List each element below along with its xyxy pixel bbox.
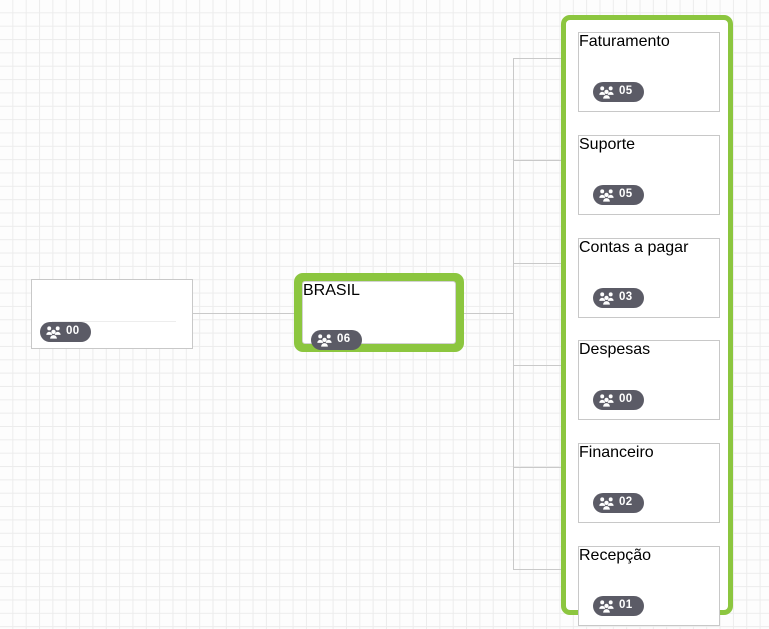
users-group-icon <box>317 333 332 347</box>
department-title: Contas a pagar <box>579 239 689 256</box>
department-badge[interactable]: 05 <box>593 185 644 205</box>
department-count: 02 <box>619 495 633 508</box>
department-count: 00 <box>619 392 633 405</box>
department-card[interactable]: Faturamento 05 <box>578 32 720 112</box>
department-badge[interactable]: 00 <box>593 390 644 410</box>
org-node-brasil[interactable]: BRASIL 06 <box>302 281 456 350</box>
org-node-brasil-selection[interactable]: BRASIL 06 <box>294 273 464 352</box>
department-title: Faturamento <box>579 33 670 50</box>
department-badge[interactable]: 01 <box>593 596 644 616</box>
divider <box>52 321 176 322</box>
department-title: Recepção <box>579 547 652 564</box>
department-count: 01 <box>619 598 633 611</box>
org-node-root-count: 00 <box>66 324 80 337</box>
connector-trunk-vertical <box>513 58 514 569</box>
connector-branch-recepcao <box>513 569 563 570</box>
connector-branch-contas <box>513 263 563 264</box>
users-group-icon <box>599 393 614 407</box>
connector-root-to-brasil <box>193 313 294 314</box>
department-list: Faturamento 05 <box>566 20 728 626</box>
department-card[interactable]: Despesas 00 <box>578 340 720 420</box>
department-badge[interactable]: 05 <box>593 82 644 102</box>
org-node-brasil-title: BRASIL <box>303 282 360 299</box>
connector-branch-despesas <box>513 365 563 366</box>
connector-brasil-to-trunk <box>464 313 513 314</box>
department-card[interactable]: Suporte 05 <box>578 135 720 215</box>
department-title: Suporte <box>579 136 636 153</box>
connector-branch-faturamento <box>513 58 563 59</box>
connector-branch-suporte <box>513 160 563 161</box>
department-title: Despesas <box>579 341 651 358</box>
users-group-icon <box>599 188 614 202</box>
users-group-icon <box>46 325 61 339</box>
department-count: 03 <box>619 290 633 303</box>
users-group-icon <box>599 496 614 510</box>
department-count: 05 <box>619 84 633 97</box>
department-title: Financeiro <box>579 444 654 461</box>
users-group-icon <box>599 599 614 613</box>
department-badge[interactable]: 02 <box>593 493 644 513</box>
users-group-icon <box>599 85 614 99</box>
users-group-icon <box>599 291 614 305</box>
department-group-selection[interactable]: Faturamento 05 <box>561 15 733 626</box>
department-card[interactable]: Contas a pagar 03 <box>578 238 720 318</box>
department-badge[interactable]: 03 <box>593 288 644 308</box>
org-node-brasil-count: 06 <box>337 332 351 345</box>
org-node-root-badge[interactable]: 00 <box>40 322 91 342</box>
connector-branch-financeiro <box>513 467 563 468</box>
department-count: 05 <box>619 187 633 200</box>
department-card[interactable]: Financeiro 02 <box>578 443 720 523</box>
org-node-brasil-badge[interactable]: 06 <box>311 330 362 350</box>
department-card[interactable]: Recepção 01 <box>578 546 720 626</box>
